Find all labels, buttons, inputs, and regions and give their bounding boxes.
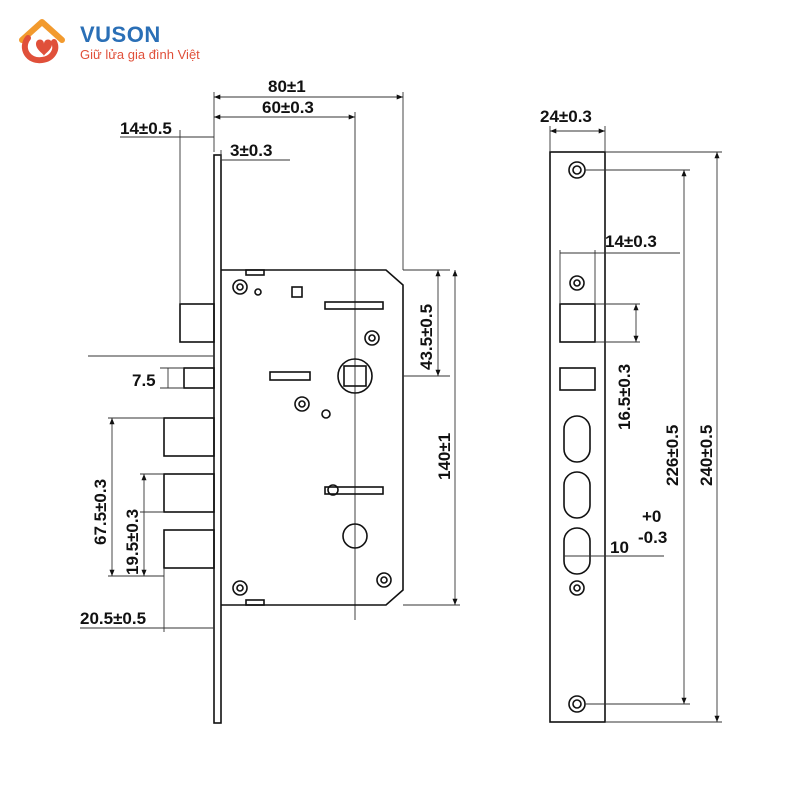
case-screw-right [364,330,380,346]
bolt-slot-3 [563,527,591,575]
faceplate-view [549,151,606,723]
faceplate-front [549,151,606,723]
dim-screw-spacing: 226±0.5 [663,425,682,486]
dim-faceplate-thickness: 3±0.3 [230,141,272,160]
dim-slot-tol-plus: +0 [642,507,661,526]
lock-body-view [163,112,404,724]
lock-case [221,269,404,606]
small-latch [183,367,215,389]
faceplate-side [213,154,222,724]
dim-bolt-height: 20.5±0.5 [80,609,146,628]
dim-faceplate-length: 240±0.5 [697,425,716,486]
slot-bottom [324,486,384,495]
slot-mid [269,371,311,381]
small-latch-hole [559,367,596,391]
brand-logo: VUSON Giữ lửa gia đình Việt [14,14,254,68]
house-heart-logo-icon [19,19,65,64]
case-tab-bottom [245,599,265,606]
latch-hole [559,303,596,343]
dim-faceplate-width: 24±0.3 [540,107,592,126]
dim-slot-tol-minus: -0.3 [638,528,667,547]
bolt-slot-1 [563,415,591,463]
case-screw-mid [294,396,310,412]
faceplate-screw-bottom [568,695,586,713]
slot-top [324,301,384,310]
case-screw-bottom-left [232,580,248,596]
brand-slogan: Giữ lửa gia đình Việt [80,47,200,62]
dim-latch-offset: 14±0.5 [120,119,172,138]
dim-latch-gap: 7.5 [132,371,156,390]
bolt-slot-2 [563,471,591,519]
case-screw-top-left [232,279,248,295]
dim-latch-hole-width: 14±0.3 [605,232,657,251]
latch-bolt [179,303,215,343]
dim-slot-width: 10 [610,538,629,557]
faceplate-screw-top [568,161,586,179]
dim-deadbolt-spacing: 67.5±0.3 [91,479,110,545]
lock-body-dimensions [80,92,460,632]
dim-bolt-gap: 19.5±0.3 [123,509,142,575]
dim-case-height: 140±1 [435,433,454,480]
dimension-labels: 80±1 60±0.3 14±0.5 3±0.3 43.5±0.5 140±1 … [80,77,716,628]
deadbolt-3 [163,529,215,569]
case-tab-top [245,269,265,276]
brand-name: VUSON [80,22,161,47]
dim-body-width: 80±1 [268,77,306,96]
dim-spindle-offset: 43.5±0.5 [417,304,436,370]
dim-latch-hole-height: 16.5±0.3 [615,364,634,430]
case-screw-bottom-right [376,572,392,588]
faceplate-dimensions [549,126,722,723]
deadbolt-1 [163,417,215,457]
deadbolt-2 [163,473,215,513]
dim-backset: 60±0.3 [262,98,314,117]
